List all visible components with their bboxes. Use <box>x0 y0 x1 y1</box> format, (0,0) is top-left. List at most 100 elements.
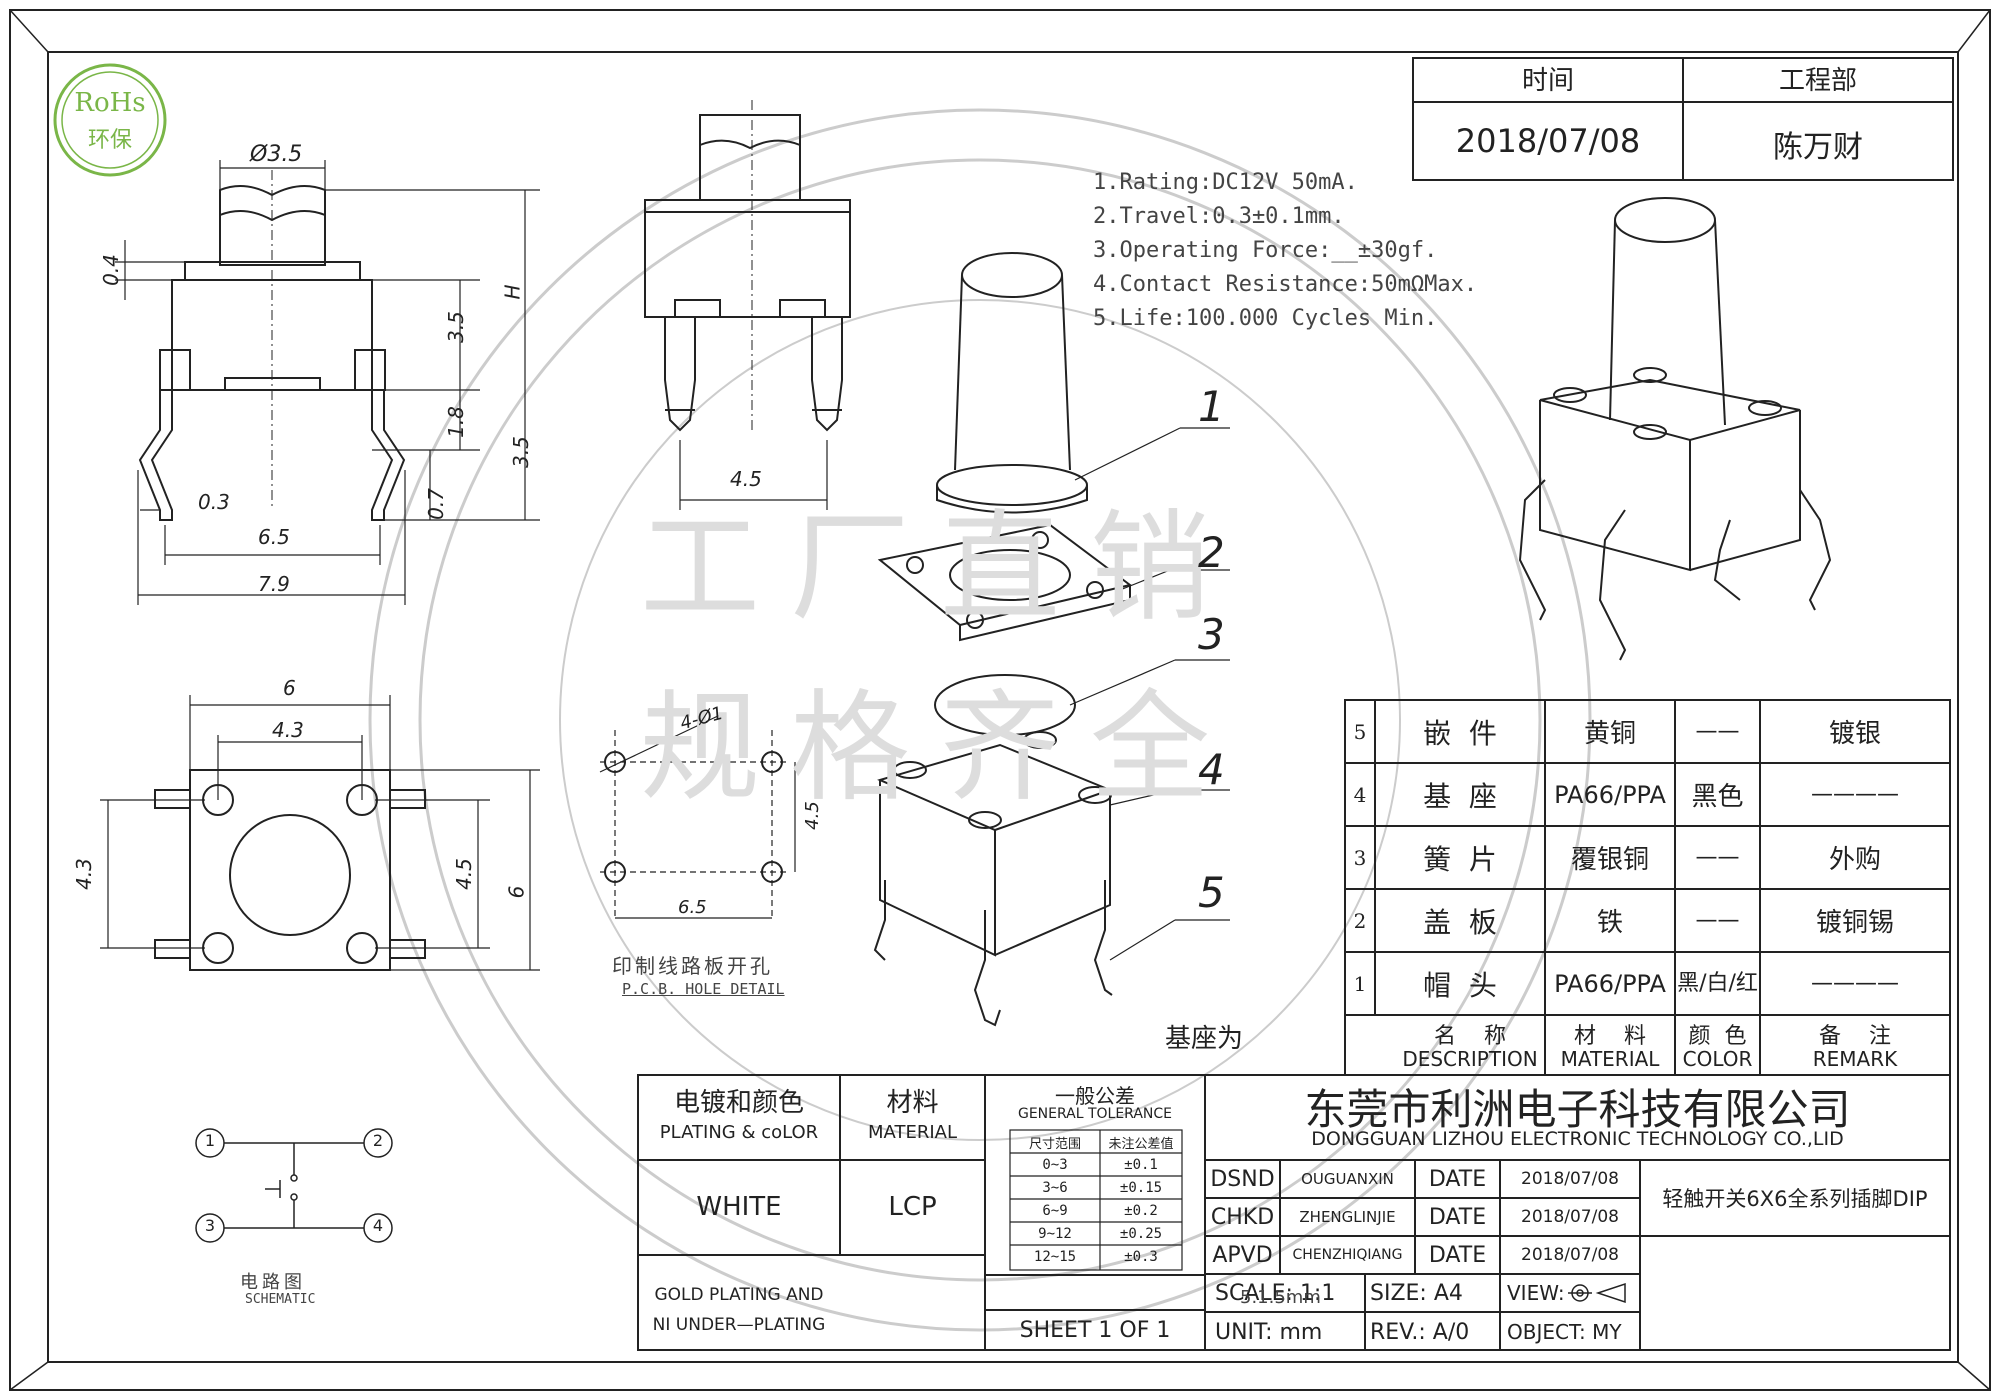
callout-number: 2 <box>1198 528 1225 577</box>
bom-material: PA66/PPA <box>1554 969 1666 998</box>
tb-sheet: SHEET 1 OF 1 <box>1019 1318 1171 1343</box>
header-dept-value: 陈万财 <box>1773 130 1863 165</box>
tb-material-value: LCP <box>888 1192 937 1222</box>
callout-number: 1 <box>1198 382 1225 431</box>
pcb-caption-en: P.C.B. HOLE DETAIL <box>622 980 785 998</box>
bom-header-remark-cn: 备 注 <box>1819 1024 1891 1049</box>
base-note: 基座为 <box>1165 1024 1244 1054</box>
dim-label: 3.5 <box>443 311 468 343</box>
bom-header-color-en: COLOR <box>1682 1047 1753 1071</box>
title-block-grid <box>637 1074 1951 1351</box>
bom-no: 5 <box>1353 719 1367 744</box>
bom-header-name-cn: 名 称 <box>1434 1024 1506 1049</box>
tb-material-en: MATERIAL <box>868 1122 957 1143</box>
tol-range: 6~9 <box>1042 1203 1068 1219</box>
bom-name: 基 座 <box>1423 779 1497 813</box>
dim-label: 4.5 <box>801 801 823 830</box>
dim-label: 3.5 <box>508 436 533 468</box>
spec-item: 2.Travel:0.3±0.1mm. <box>1093 204 1345 229</box>
bom-material: 黄铜 <box>1583 719 1636 749</box>
bom-header-material-en: MATERIAL <box>1560 1047 1660 1071</box>
watermark-text: 工厂直销 <box>640 499 1240 638</box>
tol-head: 尺寸范围 <box>1028 1137 1081 1152</box>
bom-color: —— <box>1695 908 1740 933</box>
bom-material: PA66/PPA <box>1554 780 1666 809</box>
bom-material: 铁 <box>1596 908 1623 938</box>
header-dept-label: 工程部 <box>1778 66 1857 96</box>
dim-label: 6.5 <box>678 897 707 918</box>
watermark-stamp <box>368 108 1592 1332</box>
bom-header-name-en: DESCRIPTION <box>1402 1047 1538 1071</box>
tb-date-label: DATE <box>1428 1205 1487 1230</box>
pcb-caption-cn: 印制线路板开孔 <box>612 954 773 978</box>
bom-no: 2 <box>1353 908 1367 933</box>
bom-remark: 镀铜锡 <box>1815 908 1894 938</box>
bom-name: 盖 板 <box>1423 905 1497 939</box>
side-dim-lines <box>115 160 540 605</box>
header-time-value: 2018/07/08 <box>1455 122 1641 160</box>
tol-range: 9~12 <box>1038 1226 1072 1242</box>
bom-header-color-cn: 颜 色 <box>1688 1024 1747 1049</box>
bom-remark: ———— <box>1811 971 1899 996</box>
spec-item: 3.Operating Force:__±30gf. <box>1093 238 1438 263</box>
spec-item: 5.Life:100.000 Cycles Min. <box>1093 306 1438 331</box>
tolerance-subtable-grid <box>1009 1129 1183 1271</box>
tb-scale: SCALE: 1:1 <box>1215 1281 1336 1306</box>
callout-number: 5 <box>1198 868 1225 917</box>
spec-list: 1.Rating:DC12V 50mA. 2.Travel:0.3±0.1mm.… <box>1093 166 1477 336</box>
schematic-node: 3 <box>204 1216 216 1235</box>
bom-header-row: 名 称 DESCRIPTION 材 料 MATERIAL 颜 色 COLOR 备… <box>1345 1015 1950 1075</box>
tb-size: SIZE: A4 <box>1370 1281 1463 1306</box>
dim-label: 0.4 <box>98 254 123 286</box>
bom-color: —— <box>1695 845 1740 870</box>
tol-value: ±0.3 <box>1124 1249 1158 1265</box>
dim-label: 0.7 <box>423 488 448 520</box>
tb-object: OBJECT: MY <box>1507 1320 1622 1344</box>
bom-name: 簧 片 <box>1423 842 1497 876</box>
tol-head: 未注公差值 <box>1108 1137 1174 1152</box>
schematic-diagram <box>195 1128 393 1243</box>
exploded-view <box>873 252 1133 1027</box>
tb-date-value: 2018/07/08 <box>1521 1245 1619 1265</box>
tol-value: ±0.1 <box>1124 1157 1158 1173</box>
spec-item: 4.Contact Resistance:50mΩMax. <box>1093 272 1478 297</box>
header-time-label: 时间 <box>1521 66 1574 96</box>
tb-dsnd-name: OUGUANXIN <box>1301 1170 1394 1188</box>
tb-plating-note-2: NI UNDER—PLATING <box>652 1315 826 1335</box>
tb-apvd-name: CHENZHIQIANG <box>1292 1247 1403 1263</box>
dim-label: 4.5 <box>730 467 762 491</box>
dim-label: 7.9 <box>258 572 290 596</box>
side-view-drawing <box>138 170 406 521</box>
tb-view: VIEW: <box>1507 1281 1565 1305</box>
bom-no: 1 <box>1353 971 1367 996</box>
tb-apvd-label: APVD <box>1212 1243 1273 1268</box>
schematic-caption-cn: 电路图 <box>240 1272 306 1293</box>
isometric-view <box>1518 197 1832 661</box>
tb-plating-en: PLATING & coLOR <box>659 1122 819 1143</box>
bom-no: 4 <box>1353 782 1367 807</box>
dim-label: 6 <box>283 676 296 700</box>
schematic-node: 2 <box>372 1131 384 1150</box>
tb-company-en: DONGGUAN LIZHOU ELECTRONIC TECHNOLOGY CO… <box>1311 1128 1844 1150</box>
callout-number: 4 <box>1198 745 1225 794</box>
tb-tolerance-cn: 一般公差 <box>1055 1084 1135 1108</box>
callout-leaders <box>1069 427 1230 961</box>
bom-header-remark-en: REMARK <box>1812 1047 1898 1071</box>
tol-value: ±0.2 <box>1124 1203 1158 1219</box>
schematic-caption-en: SCHEMATIC <box>245 1292 316 1307</box>
dim-label: 6 <box>504 885 529 899</box>
tb-date-value: 2018/07/08 <box>1521 1207 1619 1227</box>
tb-date-label: DATE <box>1428 1167 1487 1192</box>
watermark-text-2: 规格齐全 <box>640 679 1240 818</box>
bom-header-material-cn: 材 料 <box>1574 1024 1646 1049</box>
tol-range: 12~15 <box>1033 1249 1077 1265</box>
tol-range: 0~3 <box>1042 1157 1068 1173</box>
schematic-node: 4 <box>372 1216 384 1235</box>
bom-name: 帽 头 <box>1423 968 1497 1002</box>
dim-label: 4.3 <box>272 718 304 742</box>
bom-table: 5 嵌 件 黄铜 —— 镀银 4 基 座 PA66/PPA 黑色 ———— 3 … <box>1345 700 1950 1015</box>
bom-color: 黑/白/红 <box>1677 970 1758 996</box>
dim-label: Ø3.5 <box>250 142 303 167</box>
bom-remark: ———— <box>1811 782 1899 807</box>
